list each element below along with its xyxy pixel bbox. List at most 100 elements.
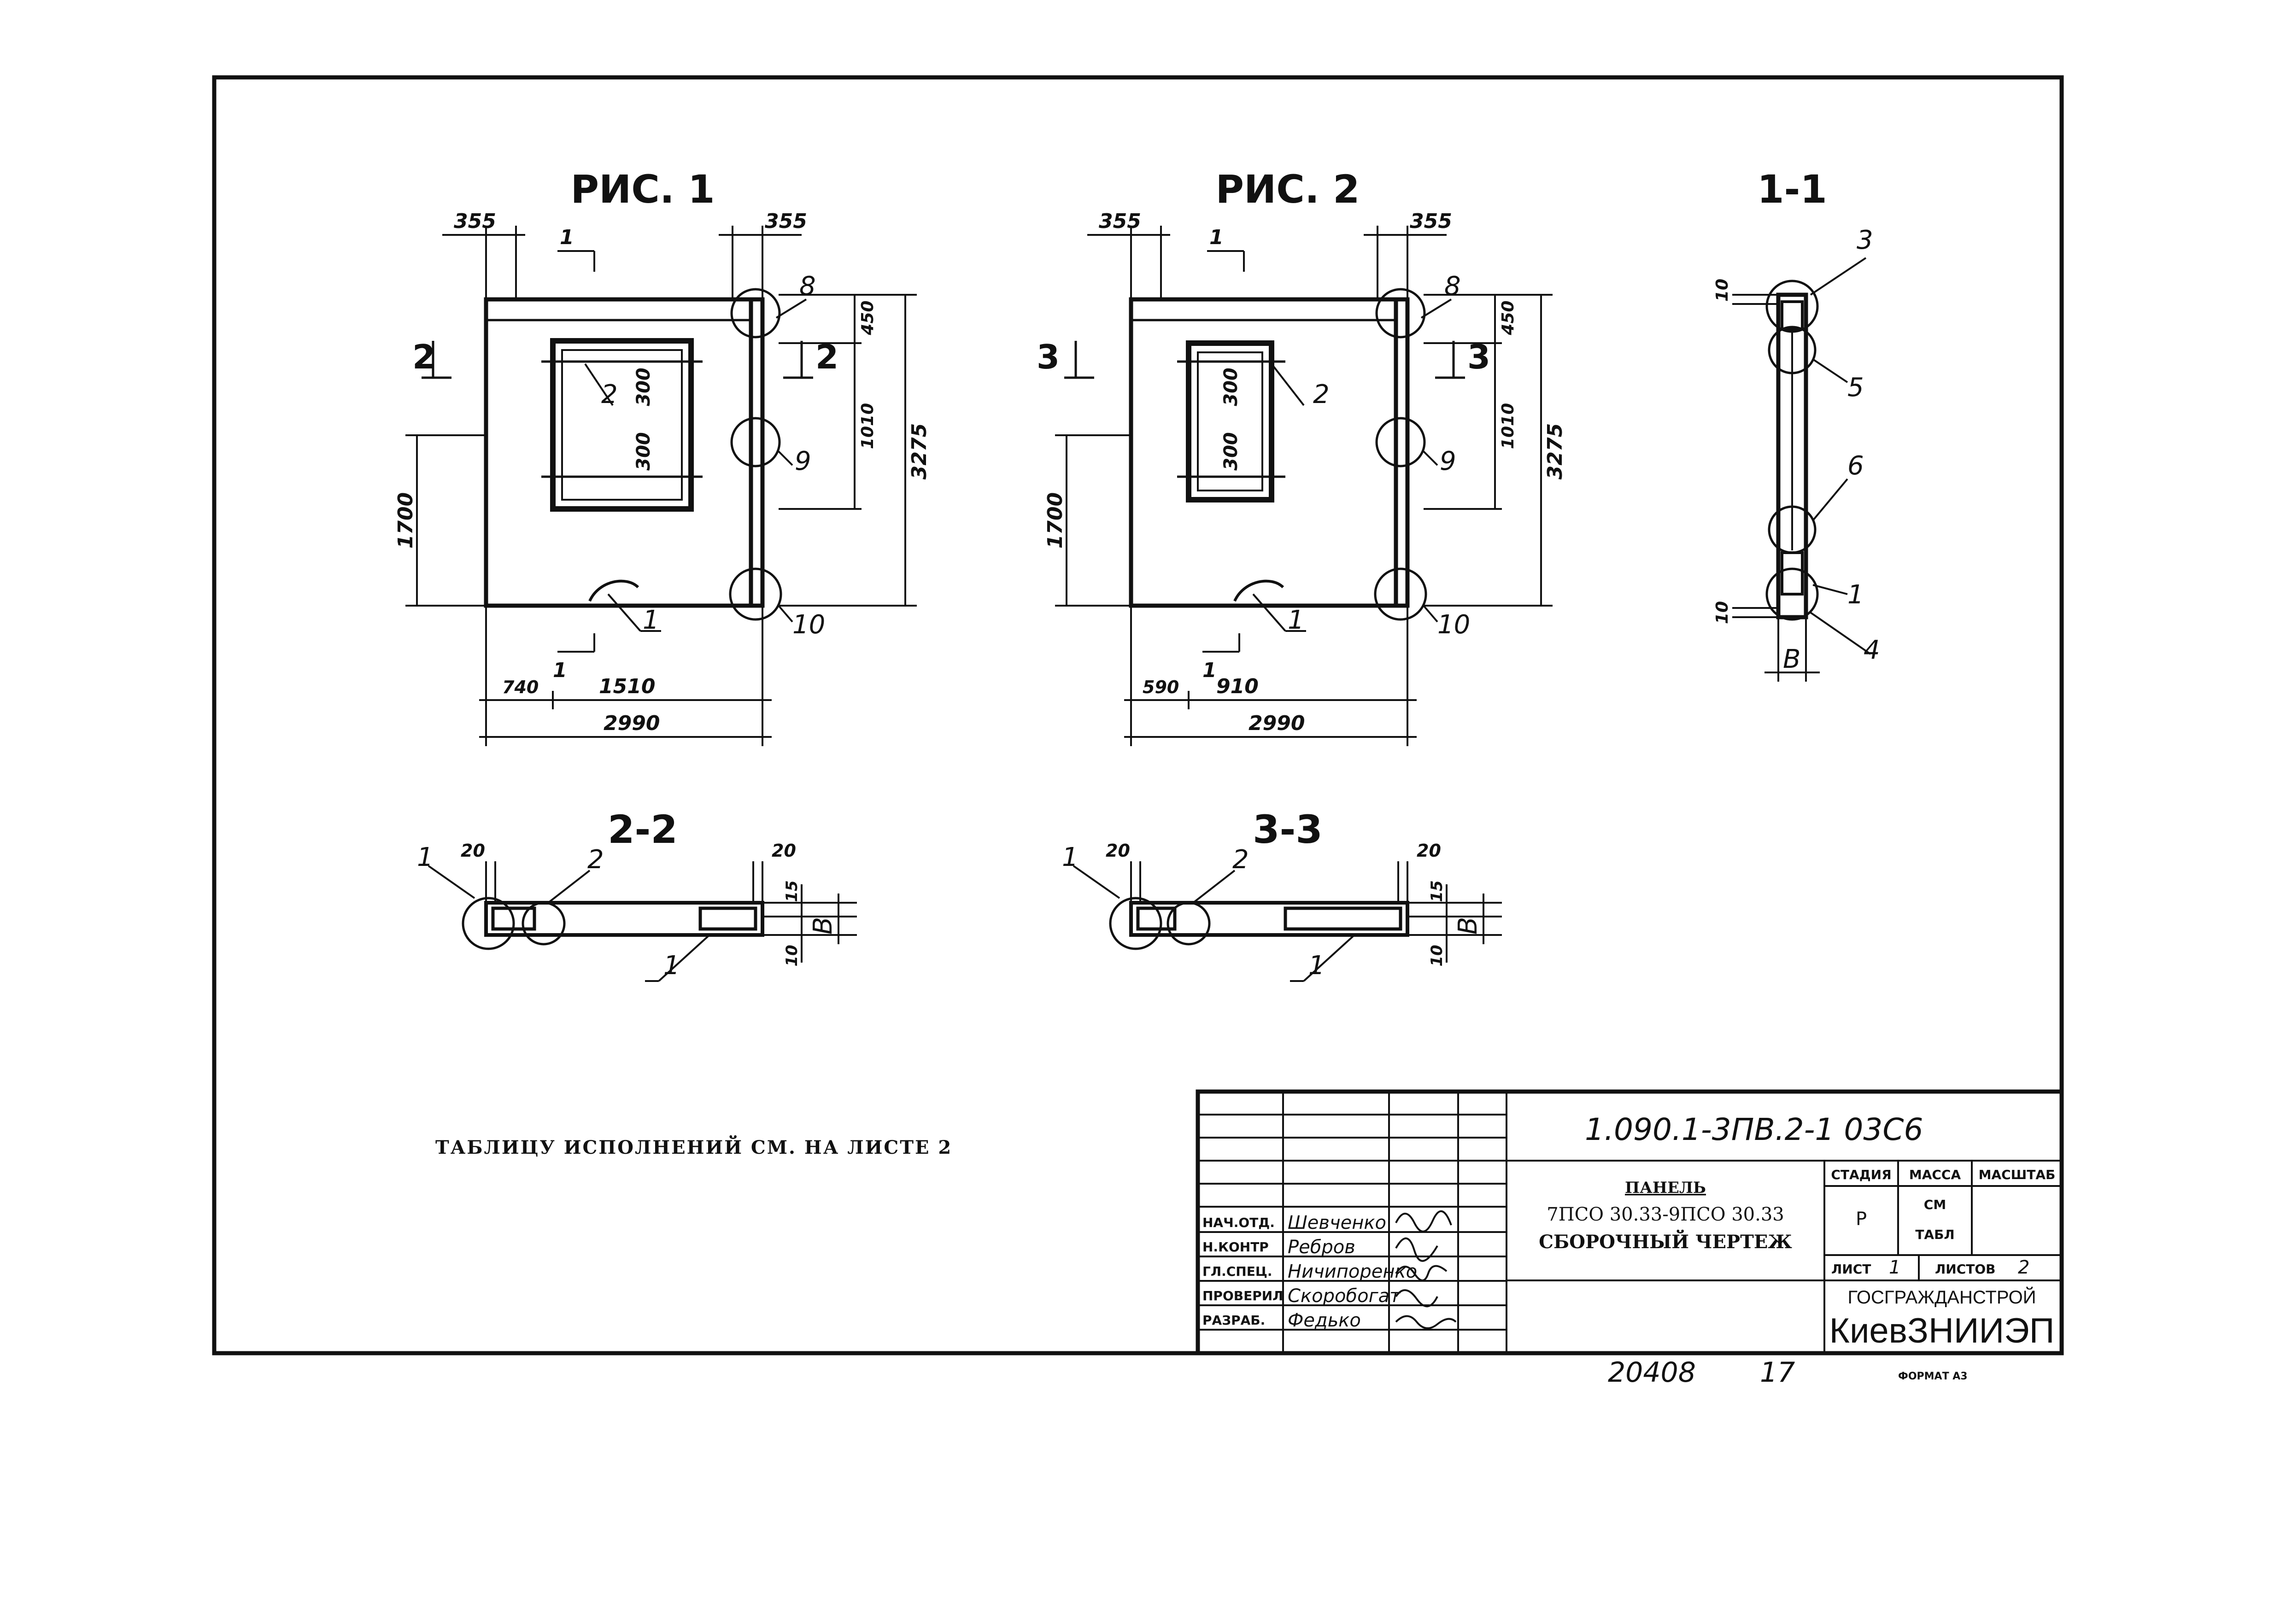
- fig2-node-10: [1374, 567, 1427, 621]
- fig1-lifting-loop: [588, 579, 639, 602]
- section11-node-6: [1768, 505, 1817, 554]
- section33-dim-20-left: 20: [1106, 841, 1130, 861]
- section11-callout-1: 1: [1847, 580, 1864, 610]
- section33-dim-20-right: 20: [1417, 841, 1441, 861]
- organization-institute: КиевЗНИИЭП: [1829, 1311, 2055, 1350]
- section-2-2: 2-2 20 20 15 10 В 1 2 1: [417, 807, 857, 982]
- section11-node-3: [1765, 280, 1819, 333]
- fig1-callout-10: 10: [792, 610, 825, 640]
- fig1-window: [550, 338, 694, 512]
- fig2-dim-450: 450: [1499, 300, 1518, 335]
- section33-body: [1129, 901, 1409, 937]
- section22-title: 2-2: [608, 807, 678, 852]
- section11-callout-3: 3: [1857, 225, 1873, 255]
- section11-body: [1776, 292, 1808, 619]
- section33-dim-15: 15: [1428, 880, 1446, 902]
- fig1-section-mark-left: 2: [412, 338, 435, 376]
- section22-callout-2: 2: [587, 845, 604, 875]
- fig2-dim-3275: 3275: [1543, 423, 1567, 479]
- section22-dim-20-right: 20: [772, 841, 796, 861]
- fig2-dim-910: 910: [1216, 675, 1259, 698]
- figure-1: РИС. 1 355 355 1 1: [394, 167, 931, 746]
- fig1-callout-1: 1: [643, 605, 659, 635]
- fig1-dim-3275: 3275: [908, 423, 931, 479]
- fig1-dim-1010: 1010: [858, 403, 877, 449]
- fig1-node-8: [730, 288, 781, 339]
- section33-callout-2: 2: [1232, 845, 1249, 875]
- fig1-dim-top-right: 355: [765, 210, 807, 233]
- fig2-node-8: [1375, 288, 1426, 339]
- section22-dim-B: В: [808, 917, 838, 935]
- fig2-dim-window-top: 300: [1220, 368, 1242, 406]
- section22-dim-20-left: 20: [461, 841, 485, 861]
- fig1-dim-window-top: 300: [633, 368, 654, 406]
- document-kind: ПАНЕЛЬ: [1625, 1179, 1706, 1197]
- mass-value-1: СМ: [1924, 1197, 1946, 1212]
- fig1-cut-top: 1: [560, 226, 574, 249]
- fig1-dim-height-left: 1700: [394, 492, 417, 549]
- fig1-node-10: [729, 567, 782, 621]
- fig2-lifting-loop: [1233, 579, 1284, 602]
- section-3-3: 3-3 20 20 15 10 В 1 2 1: [1062, 807, 1502, 982]
- sheet-format: ФОРМАТ А3: [1898, 1371, 1968, 1382]
- section33-callout-1: 1: [1062, 842, 1079, 872]
- section33-dim-10: 10: [1428, 945, 1446, 966]
- fig1-panel: [484, 297, 765, 608]
- mass-value-2: ТАБЛ: [1915, 1227, 1954, 1242]
- fig1-callout-9: 9: [795, 446, 811, 476]
- organization-ministry: ГОСГРАЖДАНСТРОЙ: [1847, 1286, 2036, 1308]
- document-subtitle: 7ПСО 30.33-9ПСО 30.33: [1547, 1204, 1784, 1225]
- section11-dim-10-top: 10: [1713, 279, 1732, 302]
- fig2-callout-10: 10: [1437, 610, 1470, 640]
- stage-header: СТАДИЯ: [1831, 1167, 1891, 1182]
- fig2-callout-2: 2: [1313, 380, 1330, 409]
- name-2: Ребров: [1288, 1237, 1355, 1258]
- role-3: ГЛ.СПЕЦ.: [1202, 1264, 1272, 1279]
- fig2-section-mark-left: 3: [1037, 338, 1060, 376]
- section11-node-1-4: [1765, 567, 1819, 621]
- fig2-dim-height-left: 1700: [1043, 492, 1067, 549]
- sheets-value: 2: [2018, 1257, 2029, 1278]
- fig1-dim-2990: 2990: [604, 712, 660, 735]
- sheet-value: 1: [1889, 1257, 1900, 1278]
- document-code: 1.090.1-3ПВ.2-1 03С6: [1585, 1112, 1923, 1147]
- name-5: Федько: [1288, 1310, 1361, 1331]
- fig2-dim-top-right: 355: [1410, 210, 1452, 233]
- document-type: СБОРОЧНЫЙ ЧЕРТЕЖ: [1539, 1230, 1792, 1253]
- name-3: Ничипоренко: [1288, 1261, 1417, 1282]
- figure-2: РИС. 2 355 355 1 1 3 3: [1037, 167, 1567, 746]
- fig2-window: [1186, 340, 1274, 502]
- fig2-node-9: [1375, 417, 1426, 467]
- fig1-node-9: [730, 417, 781, 467]
- signature-scribbles: [1395, 1210, 1457, 1329]
- section11-dim-B: В: [1783, 644, 1800, 674]
- section33-dim-B: В: [1453, 917, 1483, 935]
- name-4: Скоробогат: [1288, 1285, 1401, 1307]
- fig1-dim-450: 450: [858, 300, 877, 335]
- fig1-callout-2: 2: [601, 380, 618, 409]
- section22-body: [484, 901, 764, 937]
- fig2-callout-9: 9: [1440, 446, 1456, 476]
- note-execution-table: ТАБЛИЦУ ИСПОЛНЕНИЙ СМ. НА ЛИСТЕ 2: [435, 1135, 952, 1158]
- section11-dim-10-bottom: 10: [1713, 601, 1732, 624]
- inventory-number: 20408: [1608, 1356, 1696, 1389]
- fig2-callout-8: 8: [1444, 271, 1461, 301]
- fig2-cut-top: 1: [1209, 226, 1224, 249]
- section11-callout-6: 6: [1847, 451, 1864, 481]
- section11-title: 1-1: [1757, 167, 1827, 212]
- fig2-dim-window-bottom: 300: [1220, 432, 1242, 471]
- section11-callout-5: 5: [1847, 373, 1864, 403]
- section22-dim-15: 15: [783, 880, 801, 902]
- stage-value: Р: [1856, 1209, 1867, 1230]
- section11-callout-4: 4: [1864, 635, 1880, 665]
- section33-title: 3-3: [1253, 807, 1323, 852]
- signature-rows: НАЧ.ОТД. Шевченко Н.КОНТР Ребров ГЛ.СПЕЦ…: [1202, 1210, 1457, 1331]
- sheets-label: ЛИСТОВ: [1935, 1262, 1995, 1277]
- title-block: НАЧ.ОТД. Шевченко Н.КОНТР Ребров ГЛ.СПЕЦ…: [1196, 1089, 2064, 1355]
- fig2-dim-top-left: 355: [1099, 210, 1141, 233]
- role-1: НАЧ.ОТД.: [1202, 1215, 1275, 1230]
- section-1-1: 1-1 10 10 В 3 5 6 1 4: [1713, 167, 1880, 682]
- fig2-title: РИС. 2: [1215, 167, 1360, 212]
- fig1-dim-740: 740: [502, 677, 539, 697]
- section22-callout-1b: 1: [663, 951, 680, 981]
